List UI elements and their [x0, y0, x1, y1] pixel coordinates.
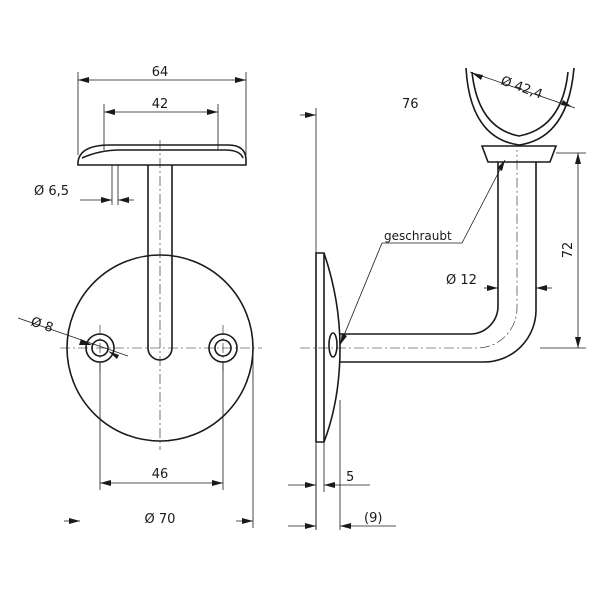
dim-72-arrow-bottom [575, 337, 581, 348]
geschraubt-leader-top [461, 159, 506, 244]
dim-8-arrow-left [79, 339, 92, 345]
dim-9-arrow-left [305, 523, 316, 529]
dim-70-arrow-left [69, 518, 80, 524]
side-view: 76 Ø 42,4 72 Ø 12 geschraubt 5 [288, 67, 586, 530]
dim-8-label: Ø 8 [29, 315, 55, 337]
dim-5-arrow-right [324, 482, 335, 488]
geschraubt-arrow-top [497, 160, 505, 171]
dim-6-5-label: Ø 6,5 [34, 184, 69, 199]
screw-head-side [328, 332, 338, 358]
dim-42-4-arrow-left [472, 73, 483, 80]
saddle-cup-inner [471, 71, 569, 137]
dim-42-arrow-left [104, 109, 115, 115]
tube-center-line [300, 150, 518, 349]
tube-inner-edge [340, 162, 499, 335]
dim-72-arrow-top [575, 153, 581, 164]
dim-12-arrow-right [536, 285, 547, 291]
dim-46-arrow-left [100, 480, 111, 486]
geschraubt-arrow-bottom [340, 333, 347, 345]
dim-42-4-label: Ø 42,4 [499, 74, 545, 103]
dim-42-4-line [469, 71, 576, 109]
dim-72-label: 72 [561, 242, 576, 259]
geschraubt-leader-bottom [339, 242, 383, 346]
dim-64-arrow-left [78, 77, 89, 83]
flange-inner-line [81, 149, 244, 159]
dim-76-label: 76 [402, 97, 419, 112]
dim-9-label: (9) [364, 511, 382, 526]
dim-64-arrow-right [235, 77, 246, 83]
dim-12-label: Ø 12 [446, 273, 477, 288]
front-view: 64 42 Ø 6,5 Ø 8 46 Ø 70 [17, 65, 262, 528]
label-geschraubt: geschraubt [384, 229, 452, 243]
dim-8-leader [17, 317, 129, 357]
dim-8-arrow-right [108, 351, 119, 359]
dim-70-arrow-right [242, 518, 253, 524]
tube-outer-edge [340, 162, 537, 363]
dim-9-arrow-right [340, 523, 351, 529]
dim-12-arrow-left [487, 285, 498, 291]
dim-76-arrow [305, 112, 316, 118]
dim-6-5-arrow-left [101, 197, 112, 203]
dim-42-label: 42 [152, 97, 169, 112]
dim-46-label: 46 [152, 467, 169, 482]
dim-64-label: 64 [152, 65, 169, 80]
dim-46-arrow-right [212, 480, 223, 486]
dim-6-5-arrow-right [118, 197, 129, 203]
saddle-adapter [480, 145, 558, 163]
dim-70-label: Ø 70 [145, 512, 176, 527]
dim-5-arrow-left [305, 482, 316, 488]
flange-front [77, 144, 247, 166]
dim-42-4-arrow-right [561, 100, 572, 107]
dim-5-label: 5 [346, 470, 354, 485]
dim-42-arrow-right [207, 109, 218, 115]
